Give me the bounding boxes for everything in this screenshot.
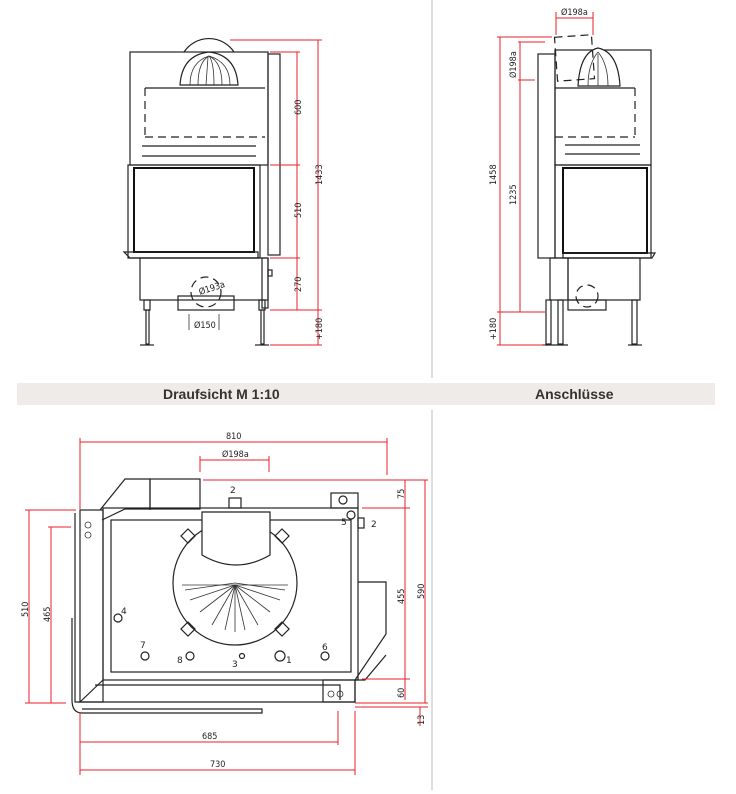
dim-730: 730 xyxy=(210,760,225,770)
dim-510: 510 xyxy=(294,203,304,218)
dim-600: 600 xyxy=(294,100,304,115)
connection-points xyxy=(113,510,356,662)
label-1: 1 xyxy=(286,656,292,666)
dim-13: 13 xyxy=(417,715,427,725)
front-view: 600 510 270 1433 +180 Ø193a Ø150 xyxy=(122,38,325,346)
dim-1433: 1433 xyxy=(315,164,325,185)
dim-510: 510 xyxy=(21,602,31,617)
dim-flue-top: Ø198a xyxy=(561,7,588,18)
dim-590: 590 xyxy=(417,584,427,599)
dim-60: 60 xyxy=(397,688,407,698)
connection-4 xyxy=(113,613,123,623)
label-6: 6 xyxy=(322,643,328,653)
label-5: 5 xyxy=(341,518,347,528)
connection-3 xyxy=(238,652,246,660)
connections-title: Anschlüsse xyxy=(535,386,614,402)
connection-7 xyxy=(140,651,150,661)
connection-5 xyxy=(346,510,356,520)
dim-465: 465 xyxy=(43,607,53,622)
dome-icon xyxy=(179,51,239,86)
connection-8 xyxy=(185,651,195,661)
dim-1235: 1235 xyxy=(509,184,519,205)
dim-flue-side: Ø198a xyxy=(508,51,519,78)
label-8: 8 xyxy=(177,656,183,666)
label-2: 2 xyxy=(230,486,236,496)
dim-270: 270 xyxy=(294,277,304,292)
dim-flue-angle: Ø193a xyxy=(198,279,227,298)
dim-legs: +180 xyxy=(489,318,499,340)
dim-flue-bottom: Ø150 xyxy=(194,320,216,331)
dim-455: 455 xyxy=(397,589,407,604)
connection-6 xyxy=(320,651,330,661)
dim-flue: Ø198a xyxy=(222,449,249,460)
label-3: 3 xyxy=(232,660,238,670)
top-view-title: Draufsicht M 1:10 xyxy=(163,386,280,402)
section-header-bar: Draufsicht M 1:10 Anschlüsse xyxy=(17,383,715,405)
dim-1458: 1458 xyxy=(489,164,499,185)
side-view: Ø198a Ø198a 1458 1235 +180 xyxy=(489,7,657,346)
label-4: 4 xyxy=(121,607,127,617)
label-2b: 2 xyxy=(371,520,377,530)
dim-legs: +180 xyxy=(315,318,325,340)
top-view: 1 2 2 3 4 5 6 7 8 810 Ø198a 75 455 590 6… xyxy=(21,432,428,775)
connection-1 xyxy=(274,650,286,662)
dim-75: 75 xyxy=(397,489,407,499)
dim-685: 685 xyxy=(202,732,217,742)
label-7: 7 xyxy=(140,641,146,651)
dim-810: 810 xyxy=(226,432,241,442)
